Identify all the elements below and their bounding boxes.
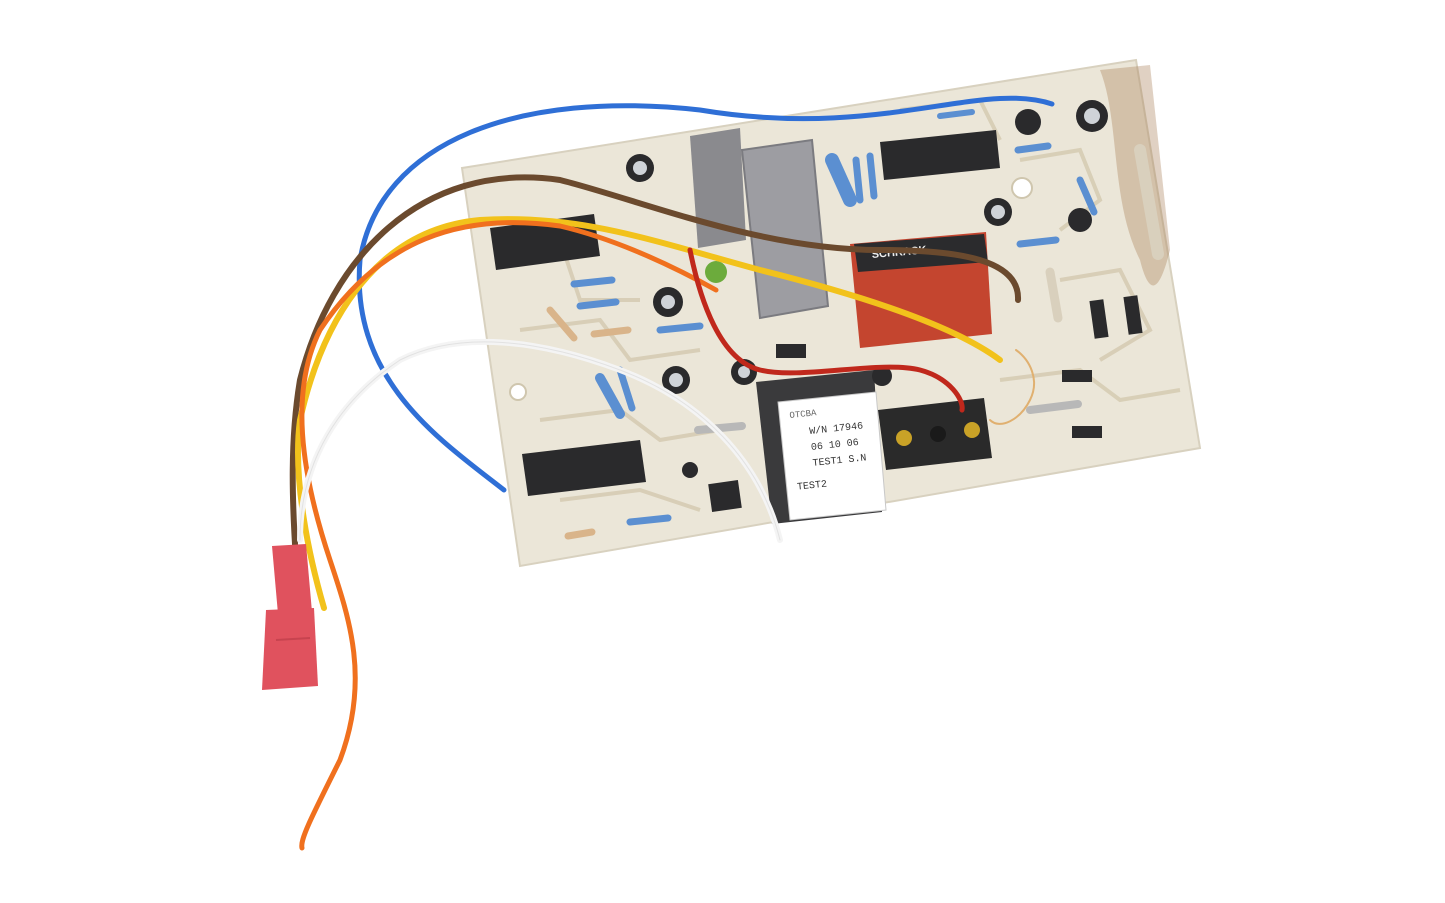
white-wire-outline [299, 341, 781, 541]
blue-wire [356, 95, 1055, 493]
svg-text:TEST2: TEST2 [797, 480, 828, 494]
jumper-wires [989, 349, 1035, 425]
mounting-hole [509, 383, 527, 401]
ic-chip [522, 440, 646, 496]
mounting-hole [1011, 177, 1033, 199]
orange-wire [299, 220, 719, 851]
yellow-wire [295, 216, 1003, 611]
ic-chip [880, 130, 1000, 180]
capacitors [626, 100, 1108, 394]
red-wire [687, 247, 965, 413]
svg-text:06 10 06: 06 10 06 [811, 438, 860, 454]
terminal-screw [896, 430, 912, 446]
brown-wire [289, 174, 1022, 563]
transformer [690, 128, 746, 248]
sticker [777, 391, 887, 521]
terminal-screw [964, 422, 980, 438]
terminal-screw [930, 426, 946, 442]
crimp-connector [262, 544, 318, 690]
svg-text:OTCBA: OTCBA [789, 408, 817, 421]
svg-text:W/N 17946: W/N 17946 [809, 420, 864, 438]
diodes [682, 109, 1143, 512]
resistors [546, 109, 1164, 540]
wires [289, 95, 1055, 851]
